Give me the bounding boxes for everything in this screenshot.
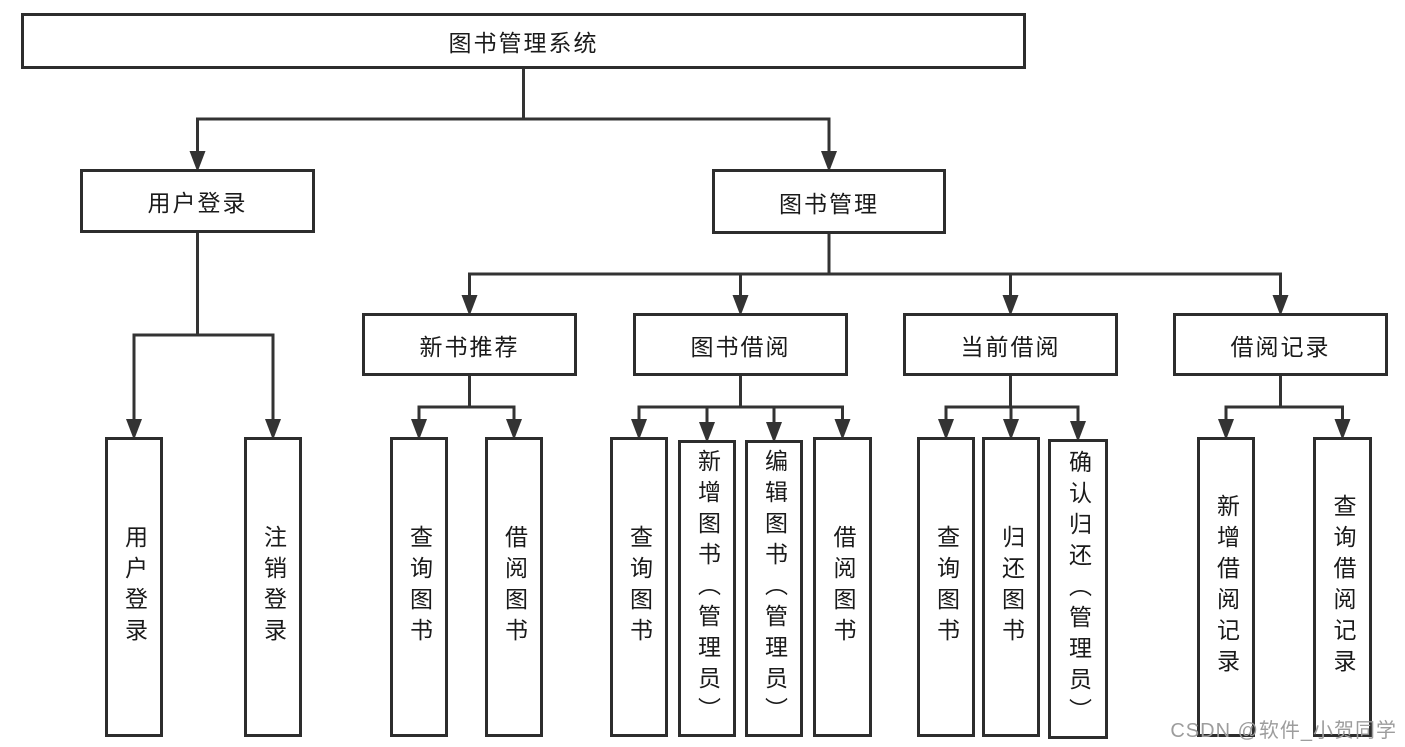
node-label: 查询图书 xyxy=(406,525,433,649)
node-book-borrowing: 图书借阅 xyxy=(633,313,848,376)
node-label: 借阅图书 xyxy=(501,525,528,649)
node-user-login-group: 用户登录 xyxy=(80,169,315,233)
node-borrow-books-borrowing: 借阅图书 xyxy=(813,437,872,737)
node-label: 用户登录 xyxy=(121,525,148,649)
node-label: 借阅图书 xyxy=(830,525,856,649)
node-label: 用户登录 xyxy=(147,190,248,216)
node-label: 查询借阅记录 xyxy=(1330,494,1356,680)
node-label: 编辑图书（管理员） xyxy=(761,449,788,728)
node-query-books-current: 查询图书 xyxy=(917,437,975,737)
node-label: 新书推荐 xyxy=(419,333,520,360)
node-query-borrow-record: 查询借阅记录 xyxy=(1313,437,1372,737)
node-current-borrowing: 当前借阅 xyxy=(903,313,1118,376)
node-confirm-return-admin: 确认归还（管理员） xyxy=(1048,439,1108,739)
node-label: 借阅记录 xyxy=(1230,333,1331,360)
node-label: 查询图书 xyxy=(626,525,653,649)
node-edit-books-admin: 编辑图书（管理员） xyxy=(745,440,803,737)
node-label: 新增借阅记录 xyxy=(1213,494,1240,680)
node-label: 查询图书 xyxy=(933,525,960,649)
node-borrow-books-recommend: 借阅图书 xyxy=(485,437,543,737)
node-book-management: 图书管理 xyxy=(712,169,946,234)
node-add-books-admin: 新增图书（管理员） xyxy=(678,440,736,737)
node-user-login: 用户登录 xyxy=(105,437,163,737)
node-new-book-recommendation: 新书推荐 xyxy=(362,313,577,376)
node-label: 新增图书（管理员） xyxy=(694,449,721,728)
node-logout: 注销登录 xyxy=(244,437,302,737)
node-query-books-recommend: 查询图书 xyxy=(390,437,448,737)
node-label: 图书管理 xyxy=(779,190,879,217)
node-label: 当前借阅 xyxy=(960,333,1061,360)
node-query-books-borrowing: 查询图书 xyxy=(610,437,668,737)
node-label: 图书管理系统 xyxy=(448,30,599,56)
node-borrowing-records: 借阅记录 xyxy=(1173,313,1388,376)
node-label: 注销登录 xyxy=(260,525,287,649)
csdn-watermark: CSDN @软件_小贺同学 xyxy=(1170,720,1397,742)
node-add-borrow-record: 新增借阅记录 xyxy=(1197,437,1255,737)
node-label: 确认归还（管理员） xyxy=(1065,449,1092,729)
node-label: 图书借阅 xyxy=(690,333,791,360)
node-label: 归还图书 xyxy=(998,525,1025,649)
node-library-management-system: 图书管理系统 xyxy=(21,13,1026,69)
node-return-books: 归还图书 xyxy=(982,437,1040,737)
